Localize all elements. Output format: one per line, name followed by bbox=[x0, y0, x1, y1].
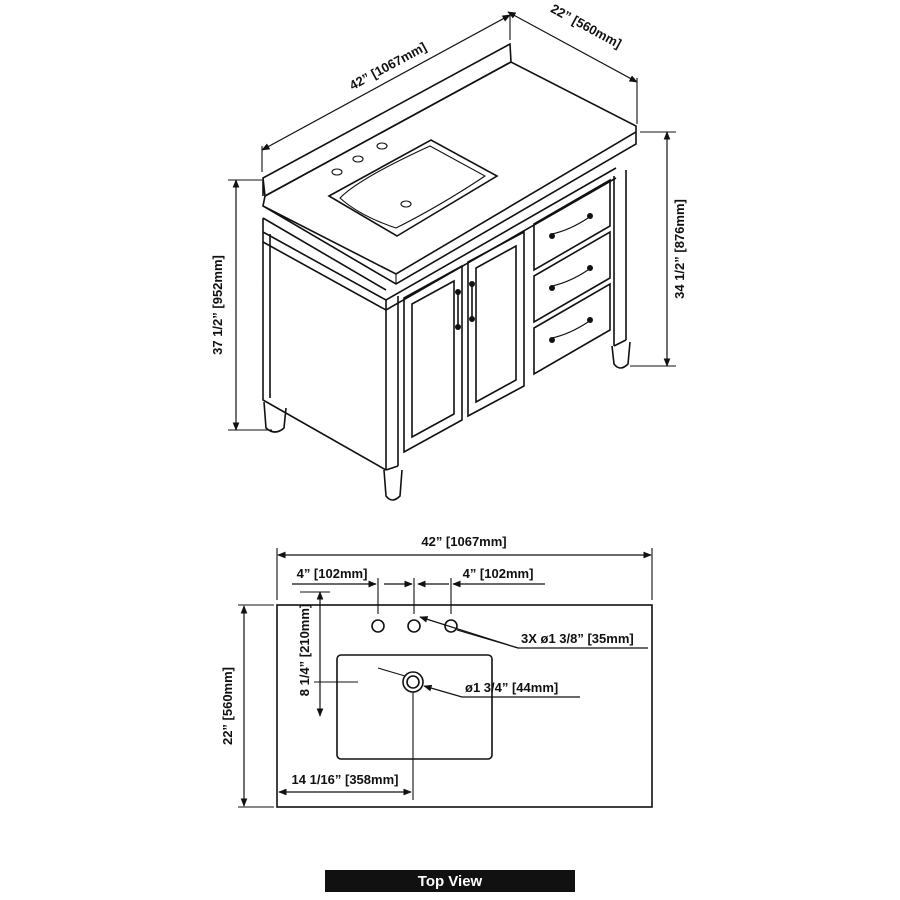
cabinet-doors bbox=[403, 230, 525, 454]
cabinet-feet bbox=[263, 341, 631, 501]
faucet-holes-label: 3X ø1 3/8” [35mm] bbox=[521, 631, 634, 646]
faucet-hole-left bbox=[371, 619, 385, 633]
faucet-hole-center bbox=[407, 619, 421, 633]
drain-icon bbox=[400, 200, 412, 208]
drain-outer bbox=[402, 671, 424, 693]
height-body-label: 34 1/2” [876mm] bbox=[672, 199, 687, 299]
faucet-hole-right bbox=[444, 619, 458, 633]
top-depth-label: 22” [560mm] bbox=[220, 667, 235, 745]
vanity-perspective-view bbox=[262, 42, 637, 501]
hole-spacing-left-label: 4” [102mm] bbox=[297, 566, 368, 581]
cabinet-side-panel bbox=[262, 217, 387, 471]
front-left-post bbox=[385, 296, 399, 471]
faucet-hole-right bbox=[376, 142, 388, 150]
drawer-stack bbox=[533, 178, 611, 376]
faucet-hole-center bbox=[352, 155, 364, 163]
top-view-title: Top View bbox=[418, 873, 483, 890]
drain-offset-label: 14 1/16” [358mm] bbox=[292, 772, 399, 787]
sink-basin bbox=[327, 139, 499, 237]
sink-depth-label: 8 1/4” [210mm] bbox=[297, 604, 312, 697]
sink-outline bbox=[336, 654, 493, 760]
top-view-drawing bbox=[276, 604, 653, 808]
front-right-post bbox=[613, 170, 627, 347]
countertop-outline bbox=[276, 604, 653, 808]
top-width-label: 42” [1067mm] bbox=[421, 534, 506, 549]
drain-label: ø1 3/4” [44mm] bbox=[465, 680, 558, 695]
hole-spacing-right-label: 4” [102mm] bbox=[463, 566, 534, 581]
drain-icon bbox=[406, 675, 420, 689]
faucet-hole-left bbox=[331, 168, 343, 176]
height-total-label: 37 1/2” [952mm] bbox=[210, 255, 225, 355]
top-view-dimensions: 42” [1067mm] 4” [102mm] 4” [102mm] 3X ø1… bbox=[220, 534, 653, 808]
depth-label: 22” [560mm] bbox=[548, 1, 624, 51]
top-view-banner: Top View bbox=[325, 870, 575, 892]
